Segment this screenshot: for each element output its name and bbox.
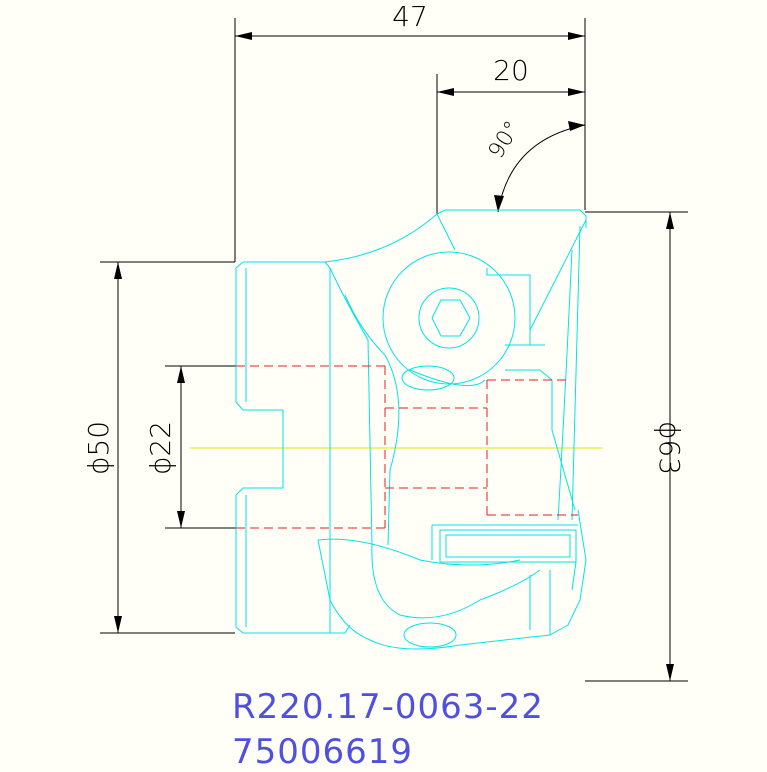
dimension-47-label: 47 xyxy=(392,0,428,33)
dimension-phi63-label: ϕ63 xyxy=(653,421,686,475)
cutter-body-outline xyxy=(235,209,587,650)
dimension-phi22: ϕ22 xyxy=(144,365,240,529)
dimension-47: 47 xyxy=(234,0,586,262)
dimension-angle-90: 90° xyxy=(484,117,586,213)
article-number: 75006619 xyxy=(232,732,414,772)
hidden-lines xyxy=(236,365,578,529)
dimension-phi50-label: ϕ50 xyxy=(82,421,115,475)
dimension-phi22-label: ϕ22 xyxy=(144,421,177,475)
dimension-20-label: 20 xyxy=(493,54,529,87)
dimension-20: 20 xyxy=(436,54,585,214)
part-number: R220.17-0063-22 xyxy=(232,687,544,727)
dimension-angle-label: 90° xyxy=(484,117,526,163)
dimension-phi63: ϕ63 xyxy=(585,211,688,682)
dimension-phi50: ϕ50 xyxy=(82,261,235,634)
